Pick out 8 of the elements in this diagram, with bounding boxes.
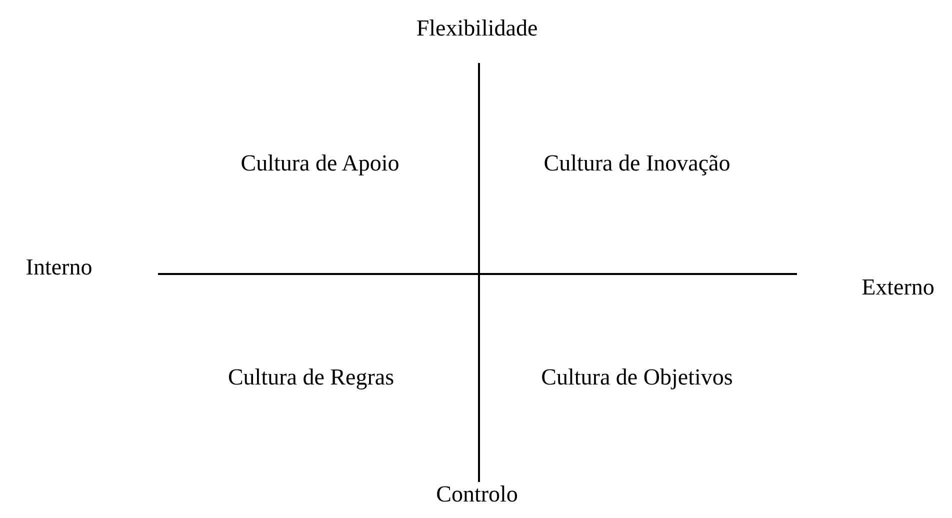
quadrant-label: Cultura de Apoio bbox=[240, 150, 400, 176]
axis-label: Interno bbox=[26, 254, 92, 280]
quadrant-label: Cultura de Regras bbox=[228, 364, 394, 390]
axis-label: Controlo bbox=[436, 481, 518, 507]
quadrant-label: Cultura de Inovação bbox=[544, 150, 730, 176]
quadrant-label: Cultura de Objetivos bbox=[541, 364, 733, 390]
axis-label: Externo bbox=[862, 274, 934, 300]
axis-label: Flexibilidade bbox=[416, 15, 538, 41]
